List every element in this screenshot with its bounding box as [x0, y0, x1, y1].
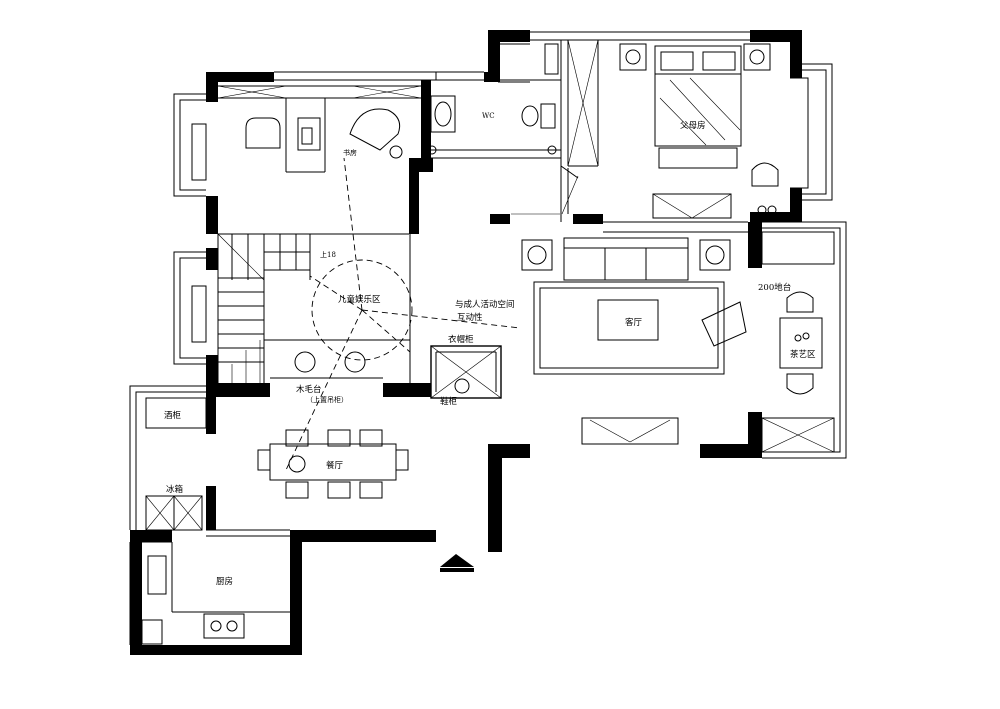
label-wc: WC	[482, 112, 495, 120]
label-fridge: 冰箱	[166, 484, 184, 495]
label-interaction-1: 与成人活动空间	[455, 299, 515, 310]
label-dining-room: 餐厅	[326, 461, 344, 471]
label-bench: 木毛台	[296, 384, 322, 395]
walls	[130, 30, 802, 655]
furniture	[245, 43, 823, 499]
label-interaction-2: 互动性	[457, 312, 483, 323]
label-kitchen: 厨房	[216, 576, 233, 587]
label-study: 书房	[343, 148, 357, 157]
label-coat-cabinet: 衣帽柜	[448, 334, 474, 345]
label-bench-note: （上置吊柜）	[306, 395, 348, 404]
room-labels: 书房 WC 父母房 上18 儿童娱乐区 与成人活动空间 互动性 客厅 200地台…	[164, 112, 816, 587]
label-living-room: 客厅	[625, 317, 643, 328]
label-balcony: 200地台	[758, 282, 791, 293]
label-kids-area: 儿童娱乐区	[338, 294, 381, 305]
label-tea-area: 茶艺区	[790, 349, 816, 360]
sight-lines	[285, 157, 521, 471]
label-shoe-cabinet: 鞋柜	[440, 396, 458, 407]
label-stair-up: 上18	[320, 250, 336, 259]
label-wine-cabinet: 酒柜	[164, 410, 182, 421]
thin-walls	[129, 31, 847, 645]
label-parents-room: 父母房	[680, 120, 706, 131]
